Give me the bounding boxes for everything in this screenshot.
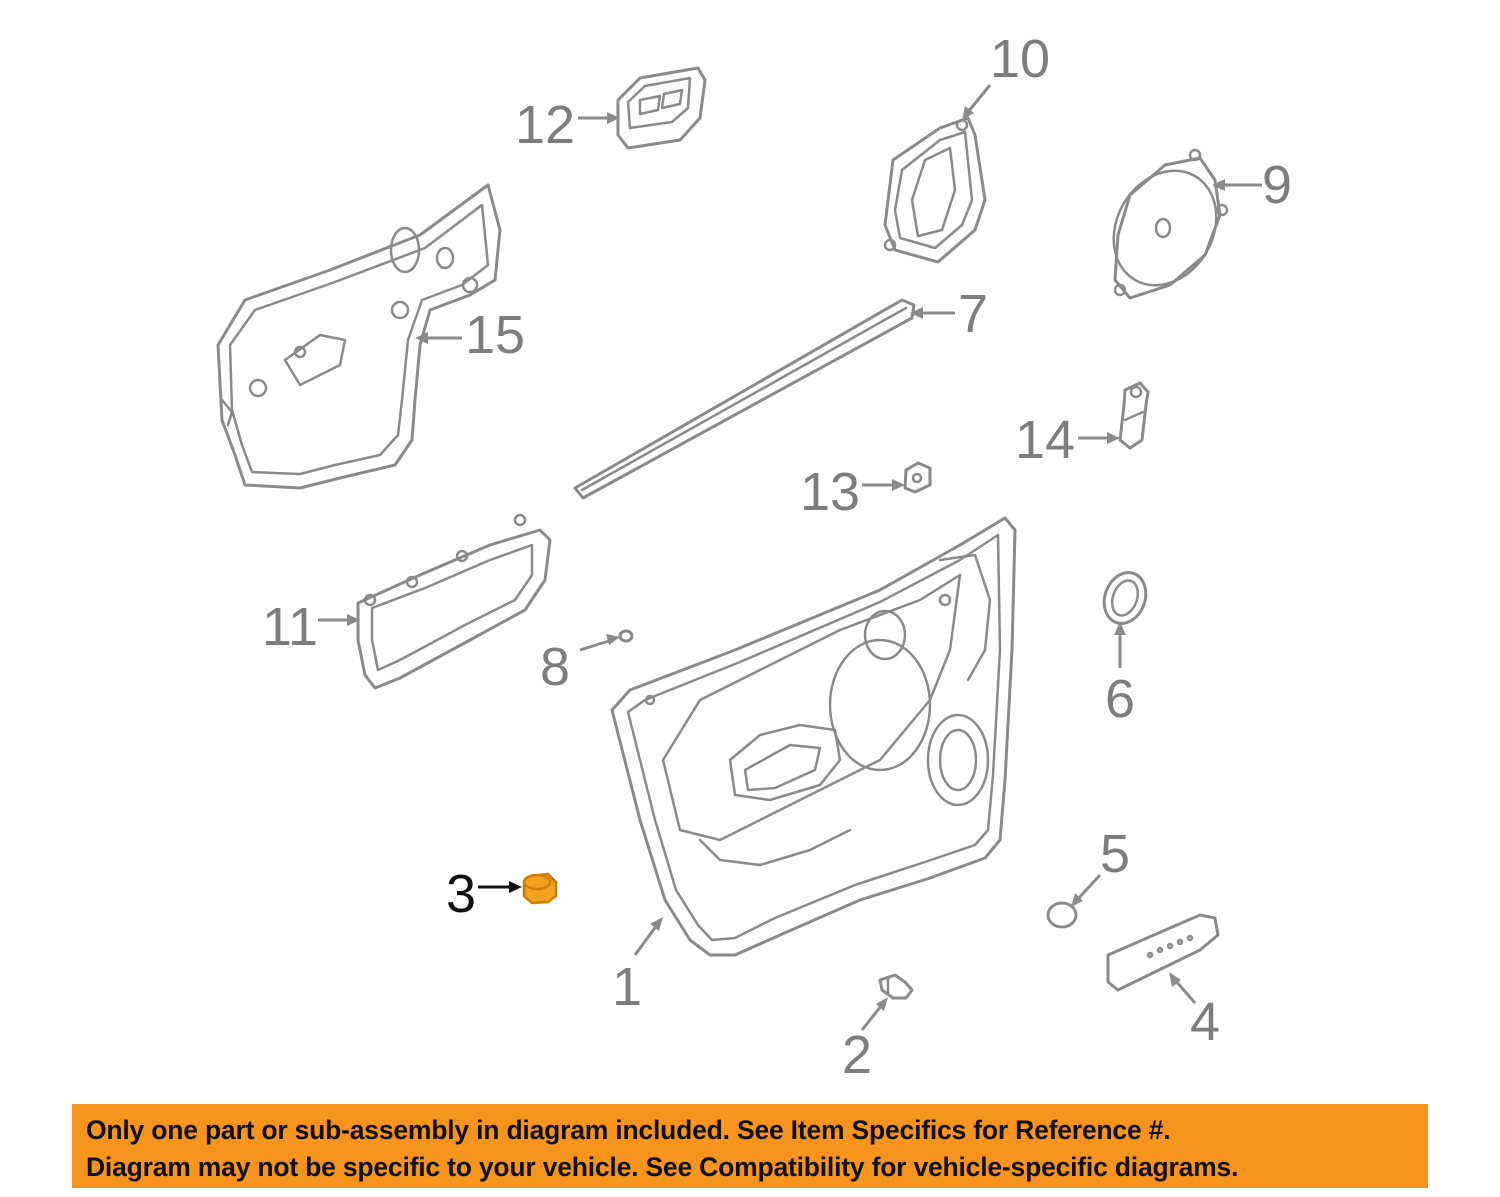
callout-6: 6 bbox=[1105, 669, 1135, 729]
part-14-handle-bracket bbox=[1118, 381, 1150, 450]
part-1-door-trim-panel bbox=[610, 516, 1017, 957]
callout-5: 5 bbox=[1100, 824, 1130, 884]
callout-8-arrow bbox=[579, 634, 620, 652]
part-13-clip bbox=[903, 461, 932, 494]
part-11-pull-cup bbox=[356, 513, 552, 690]
part-6-bezel-ring bbox=[1102, 571, 1148, 625]
part-15-door-inner-panel bbox=[216, 183, 502, 490]
callout-11-arrow bbox=[318, 614, 360, 626]
callout-3-arrow bbox=[478, 881, 522, 893]
part-9-speaker bbox=[1112, 148, 1229, 300]
part-5-cap bbox=[1046, 901, 1078, 929]
callout-9-arrow bbox=[1212, 179, 1262, 191]
callout-8: 8 bbox=[540, 637, 570, 697]
part-10-speaker-grille bbox=[883, 116, 987, 264]
callout-5-arrow bbox=[1071, 873, 1102, 907]
callout-7: 7 bbox=[958, 284, 988, 344]
callout-9: 9 bbox=[1262, 155, 1292, 215]
part-12-window-switch bbox=[616, 66, 707, 150]
callout-4-arrow bbox=[1169, 972, 1197, 1004]
part-8-plug bbox=[618, 629, 634, 643]
notice-line-2: Diagram may not be specific to your vehi… bbox=[86, 1152, 1239, 1182]
notice-line-1: Only one part or sub-assembly in diagram… bbox=[86, 1115, 1171, 1145]
callout-6-arrow bbox=[1114, 622, 1126, 668]
callout-2-arrow bbox=[860, 997, 888, 1031]
part-3-highlighted-clip bbox=[522, 872, 558, 905]
callout-14-arrow bbox=[1078, 432, 1120, 444]
callout-1-arrow bbox=[633, 917, 663, 956]
callout-4: 4 bbox=[1190, 992, 1220, 1052]
part-7-belt-weatherstrip bbox=[573, 298, 916, 500]
callout-12: 12 bbox=[515, 95, 575, 155]
callout-7-arrow bbox=[910, 307, 955, 319]
callout-10: 10 bbox=[990, 29, 1050, 89]
callout-15-arrow bbox=[415, 332, 462, 344]
callout-1: 1 bbox=[612, 957, 642, 1017]
notice-banner: Only one part or sub-assembly in diagram… bbox=[72, 1104, 1428, 1188]
callout-14: 14 bbox=[1015, 410, 1075, 470]
part-4-handle-trim bbox=[1106, 913, 1220, 992]
callout-2: 2 bbox=[842, 1025, 872, 1085]
callout-11: 11 bbox=[262, 597, 318, 657]
callout-15: 15 bbox=[465, 305, 525, 365]
part-2-push-clip bbox=[878, 973, 914, 1000]
callout-10-arrow bbox=[962, 84, 992, 120]
callout-3: 3 bbox=[446, 864, 476, 924]
callout-13-arrow bbox=[862, 479, 905, 491]
callout-13: 13 bbox=[800, 462, 860, 522]
callout-12-arrow bbox=[578, 112, 620, 124]
